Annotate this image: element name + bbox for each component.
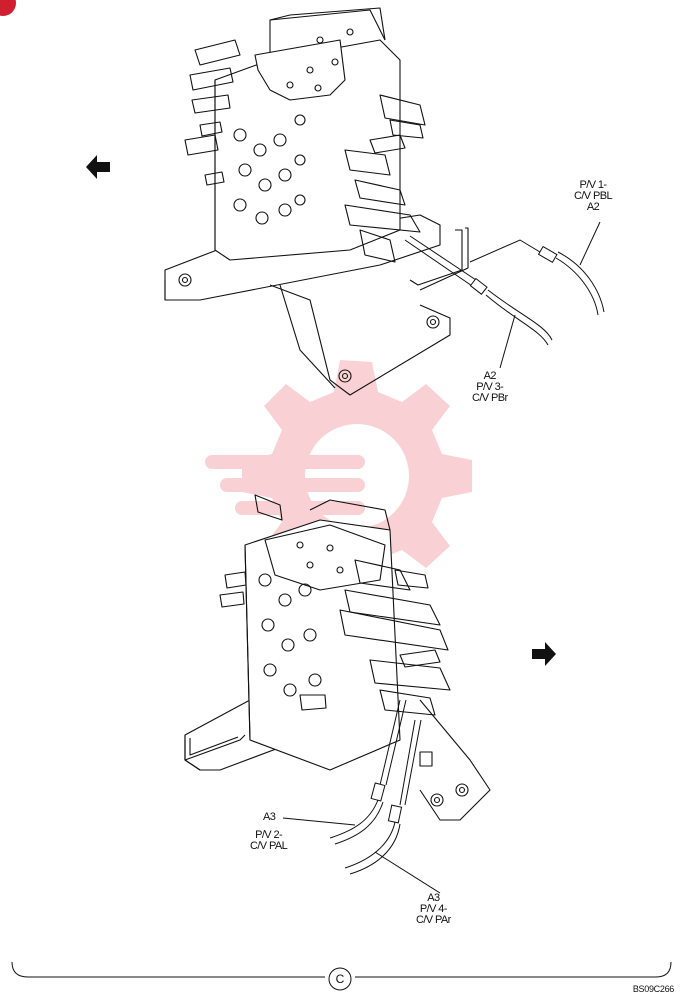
callout-line1: P/V 3-	[476, 381, 504, 393]
callout-line2: C/V PAr	[416, 914, 451, 926]
callout-pv3-cvpbr: A2 P/V 3- C/V PBr	[472, 371, 508, 404]
drawing-code: BS09C266	[632, 984, 674, 994]
callout-pv1-cvpbl: P/V 1- C/V PBL A2	[574, 179, 613, 213]
arrow-left-icon	[86, 155, 110, 179]
footer-rule	[11, 961, 672, 991]
callout-port: A2	[586, 201, 600, 213]
callout-pv4-cvpar: A3 P/V 4- C/V PAr	[416, 893, 451, 926]
top-control-valve	[164, 7, 469, 396]
section-letter: C	[335, 972, 345, 986]
callout-line1: P/V 1-	[579, 179, 608, 191]
callout-line1: P/V 4-	[419, 903, 448, 915]
bottom-hoses	[282, 699, 441, 894]
callout-port: A2	[483, 370, 497, 382]
callout-pv2-cvpal-port: A3	[263, 811, 276, 823]
callout-line2: C/V PAL	[250, 840, 288, 852]
arrow-right-icon	[532, 642, 556, 666]
callout-port: A3	[263, 811, 276, 823]
callout-pv2-cvpal: P/V 2- C/V PAL	[250, 829, 288, 852]
bottom-control-valve	[184, 494, 491, 821]
callout-line1: P/V 2-	[255, 829, 283, 841]
corner-badge	[0, 0, 16, 16]
callout-port: A3	[427, 892, 440, 904]
callout-line2: C/V PBr	[472, 392, 508, 404]
top-hoses	[404, 221, 605, 369]
callout-line2: C/V PBL	[574, 190, 613, 202]
